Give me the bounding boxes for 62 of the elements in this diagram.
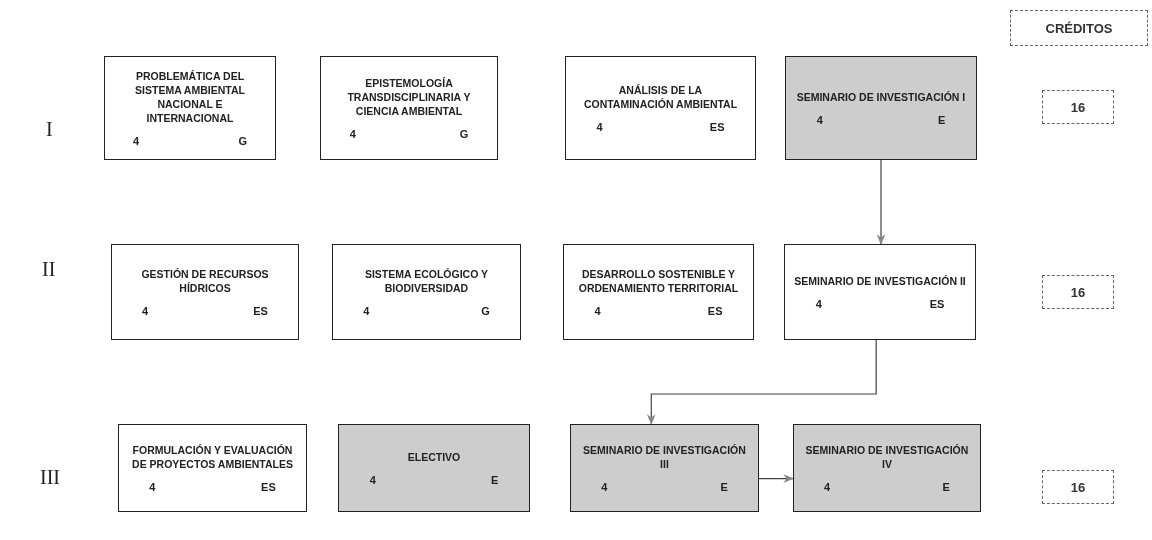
- course-credits: 4: [363, 305, 370, 318]
- course-type: ES: [261, 481, 276, 494]
- course-credits: 4: [369, 474, 376, 487]
- course-type: E: [491, 474, 499, 487]
- semester-numeral: II: [42, 258, 56, 281]
- credit-text: 16: [1070, 99, 1086, 115]
- course-type: E: [720, 481, 728, 494]
- course-title: EPISTEMOLOGÍA TRANSDISCIPLINARIA Y CIENCIA AMBIENTAL: [346, 75, 472, 119]
- course-title: ANÁLISIS DE LA CONTAMINACIÓN AMBIENTAL: [582, 82, 739, 112]
- credit-text: CRÉDITOS: [1045, 20, 1113, 36]
- course-box: [332, 244, 521, 340]
- course-box: [565, 56, 756, 160]
- semester-numeral: I: [46, 118, 53, 141]
- course-box: [111, 244, 299, 340]
- course-box: [563, 244, 754, 340]
- course-box: [104, 56, 276, 160]
- course-credits: 4: [133, 135, 140, 148]
- credit-text: 16: [1070, 284, 1086, 300]
- course-type: G: [459, 128, 469, 141]
- course-box: [118, 424, 307, 512]
- course-box: [784, 244, 976, 340]
- course-box: [785, 56, 977, 160]
- arrow: [758, 474, 795, 483]
- credit-text: 16: [1070, 479, 1086, 495]
- course-credits: 4: [142, 305, 149, 318]
- course-box: [793, 424, 981, 512]
- course-title: PROBLEMÁTICA DEL SISTEMA AMBIENTAL NACIONAL E INTERNACIONAL: [134, 68, 246, 126]
- course-type: E: [938, 114, 946, 127]
- course-title: ELECTIVO: [407, 449, 461, 465]
- course-type: ES: [929, 298, 945, 311]
- course-title: DESARROLLO SOSTENIBLE Y ORDENAMIENTO TERRITORIAL: [577, 266, 740, 296]
- course-type: ES: [253, 305, 268, 318]
- course-type: G: [481, 305, 490, 318]
- course-credits: 4: [594, 305, 601, 318]
- credit-box: [1010, 10, 1148, 46]
- course-credits: 4: [815, 298, 822, 311]
- course-title: FORMULACIÓN Y EVALUACIÓN DE PROYECTOS AMBIENTALES: [131, 442, 294, 472]
- course-credits: 4: [596, 121, 603, 134]
- arrow: [646, 339, 877, 426]
- course-type: E: [942, 481, 950, 494]
- course-title: SEMINARIO DE INVESTIGACIÓN III: [582, 442, 747, 472]
- course-type: ES: [707, 305, 723, 318]
- course-credits: 4: [601, 481, 608, 494]
- course-title: SEMINARIO DE INVESTIGACIÓN IV: [804, 442, 970, 472]
- course-title: GESTIÓN DE RECURSOS HÍDRICOS: [140, 266, 270, 296]
- course-credits: 4: [824, 481, 831, 494]
- course-box: [320, 56, 498, 160]
- course-title: SISTEMA ECOLÓGICO Y BIODIVERSIDAD: [363, 266, 490, 296]
- course-credits: 4: [349, 128, 356, 141]
- semester-numeral: III: [40, 466, 60, 489]
- credit-box: [1042, 275, 1114, 309]
- course-title: SEMINARIO DE INVESTIGACIÓN II: [794, 273, 966, 289]
- course-title: SEMINARIO DE INVESTIGACIÓN I: [796, 89, 966, 105]
- course-box: [338, 424, 530, 512]
- arrow: [876, 159, 886, 246]
- credit-box: [1042, 470, 1114, 504]
- credit-box: [1042, 90, 1114, 124]
- course-credits: 4: [149, 481, 156, 494]
- course-credits: 4: [816, 114, 823, 127]
- course-box: [570, 424, 759, 512]
- course-type: G: [238, 135, 247, 148]
- course-type: ES: [709, 121, 725, 134]
